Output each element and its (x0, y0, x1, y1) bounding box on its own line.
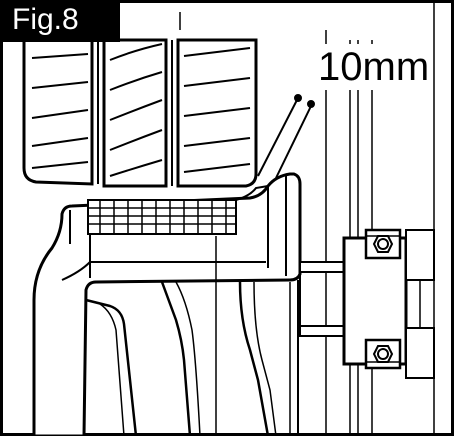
tire-tread-icon (22, 38, 258, 188)
measurement-label: 10mm (316, 44, 432, 90)
mount-demount-head-icon (32, 172, 302, 436)
hex-bolt-icon (364, 228, 402, 370)
figure-label: Fig.8 (12, 3, 79, 36)
figure-label-box (2, 2, 120, 42)
gap-indicator-icon (257, 94, 315, 179)
